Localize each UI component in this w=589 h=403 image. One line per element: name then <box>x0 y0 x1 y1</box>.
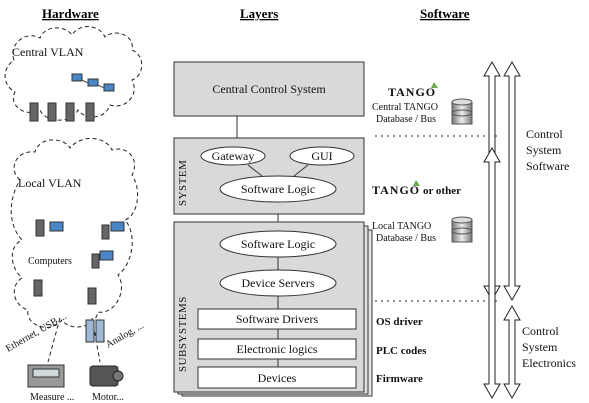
central-vlan-label: Central VLAN <box>12 45 84 59</box>
firmware-label: Firmware <box>376 373 423 385</box>
motor-label: Motor... <box>92 392 124 403</box>
ethernet-link <box>47 317 61 363</box>
os-driver-label: OS driver <box>376 316 423 328</box>
gui-label: GUI <box>311 149 332 163</box>
software-drivers-box <box>197 308 357 330</box>
central-vlan-cloud <box>4 26 143 121</box>
electronic-logics-box <box>197 338 357 360</box>
devices-label: Devices <box>258 371 297 385</box>
software-header: Software <box>420 6 470 21</box>
central-database-icon <box>451 98 473 125</box>
ethernet-usb-label: Ethernet, USB ... <box>4 311 69 355</box>
central-tango-line1: Central TANGO <box>372 102 438 113</box>
devices-box <box>197 366 357 389</box>
software-logic-system-node <box>219 175 337 203</box>
arrow-local-software <box>483 146 501 400</box>
cse-line1: Control <box>522 324 559 338</box>
local-tango-line1: Local TANGO <box>372 221 431 232</box>
plc-codes-label: PLC codes <box>376 345 427 357</box>
hardware-header: Hardware <box>42 6 99 21</box>
local-vlan-label: Local VLAN <box>18 176 82 190</box>
electronic-logics-label: Electronic logics <box>237 342 318 356</box>
controller-icon <box>85 319 105 343</box>
gateway-label: Gateway <box>212 149 255 163</box>
central-control-box <box>173 61 365 117</box>
css-line3: Software <box>526 159 569 173</box>
arrow-control-electronics <box>503 304 521 400</box>
css-line2: System <box>526 143 562 157</box>
subsystems-label: SUBSYSTEMS <box>177 296 189 372</box>
central-tango-line2: Database / Bus <box>376 114 436 125</box>
tango-logo-mid: TANGO <box>372 183 420 197</box>
css-line1: Control <box>526 127 563 141</box>
or-other-label: or other <box>423 185 461 197</box>
local-computer-icons <box>33 219 125 305</box>
motor-icon <box>89 365 124 387</box>
computers-label: Computers <box>28 256 72 267</box>
gateway-node <box>200 146 266 166</box>
tango-logo-mark-mid <box>413 180 420 186</box>
measure-device-icon <box>27 364 65 388</box>
link-gateway-logic <box>247 164 263 177</box>
device-servers-label: Device Servers <box>242 276 315 290</box>
cse-line2: System <box>522 340 558 354</box>
gui-node <box>289 146 355 166</box>
link-gui-logic <box>293 164 309 177</box>
central-server-icons <box>29 102 95 122</box>
local-vlan-cloud <box>10 138 139 328</box>
layers-header: Layers <box>240 6 278 21</box>
local-database-icon <box>451 216 473 243</box>
measure-label: Measure ... <box>30 392 74 403</box>
cse-line3: Electronics <box>522 356 576 370</box>
system-label: SYSTEM <box>177 160 189 206</box>
software-drivers-label: Software Drivers <box>236 312 319 326</box>
tango-logo-top: TANGO <box>388 85 436 99</box>
central-monitor-icons <box>71 73 115 92</box>
arrow-control-software <box>503 60 521 302</box>
analog-label: Analog, ... <box>104 320 146 351</box>
local-tango-line2: Database / Bus <box>376 233 436 244</box>
software-logic-system-label: Software Logic <box>241 182 315 196</box>
tango-logo-mark-top <box>431 82 438 88</box>
software-logic-sub-label: Software Logic <box>241 237 315 251</box>
central-control-label: Central Control System <box>212 82 326 96</box>
